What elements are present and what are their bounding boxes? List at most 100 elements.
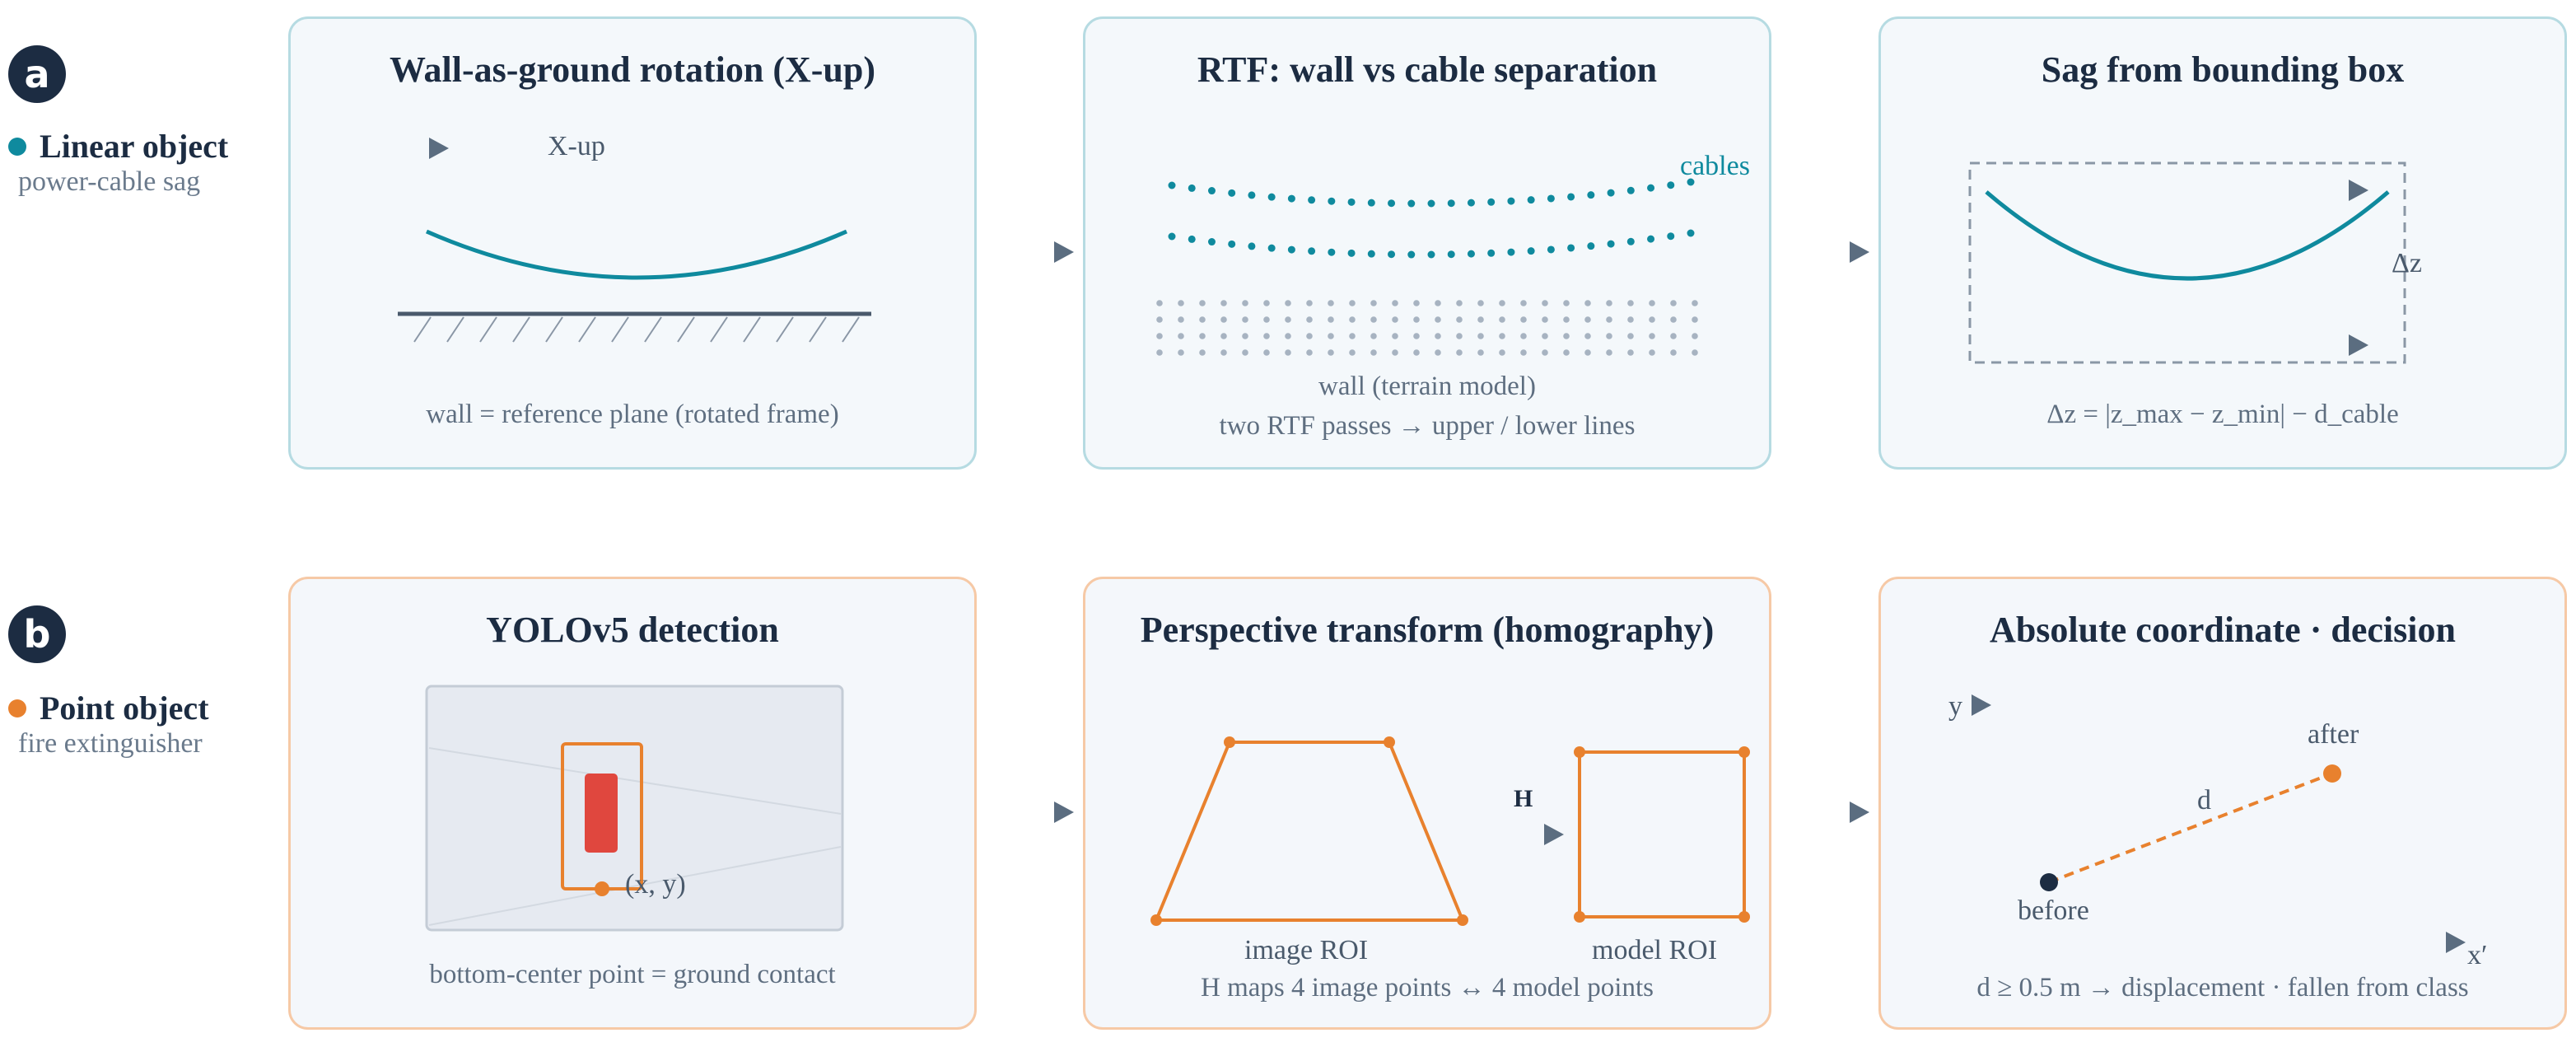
lower-cable-point [1667, 232, 1675, 241]
lower-cable-point [1407, 250, 1416, 259]
wall-point [1520, 333, 1527, 339]
wall-rotation-graphic [398, 229, 871, 343]
wall-point [1499, 316, 1505, 323]
panel-yolo-detection: YOLOv5 detection (x, y) bottom-center po… [288, 577, 977, 1030]
wall-point [1263, 333, 1270, 339]
panel-homography: Perspective transform (homography) H ima… [1083, 577, 1771, 1030]
wall-point [1328, 333, 1334, 339]
axis-arrow-icon [429, 138, 449, 159]
top-marker-icon [2349, 180, 2368, 201]
wall-point [1220, 316, 1227, 323]
wall-point [1156, 333, 1163, 339]
row-b-badge: b [8, 605, 66, 663]
model-corner [1738, 746, 1750, 758]
panel-caption: bottom-center point = ground contact [429, 960, 836, 989]
wall-point [1520, 300, 1527, 306]
upper-cable-point [1607, 189, 1615, 197]
sag-curve [1985, 190, 2390, 281]
lower-cable-point [1427, 250, 1435, 259]
model-corner [1738, 911, 1750, 923]
perspective-line [428, 846, 842, 926]
distance-label: d [2197, 785, 2211, 816]
wall-point [1584, 300, 1591, 306]
wall-point [1584, 333, 1591, 339]
wall-point [1328, 316, 1334, 323]
cable-curve [425, 229, 848, 280]
row-a-badge: a [8, 45, 66, 103]
upper-cable-point [1527, 196, 1535, 204]
upper-cable-point [1347, 198, 1356, 206]
lower-cable-point [1687, 229, 1695, 237]
point-label: (x, y) [625, 869, 686, 900]
panel-title: Wall-as-ground rotation (X-up) [389, 49, 875, 90]
flow-arrow-icon [1054, 241, 1074, 263]
panel-title: Absolute coordinate · decision [1990, 610, 2456, 650]
wall-point [1456, 316, 1463, 323]
upper-cable-point [1567, 193, 1575, 201]
wall-point [1435, 300, 1441, 306]
y-axis-arrow-icon [1972, 694, 1991, 716]
lower-cable-point [1267, 244, 1276, 252]
upper-cable-point [1367, 199, 1375, 207]
panel-title: YOLOv5 detection [486, 610, 779, 650]
wall-point [1156, 349, 1163, 356]
lower-cable-point [1347, 249, 1356, 257]
upper-cable-point [1248, 191, 1256, 199]
image-roi-label: image ROI [1244, 935, 1369, 965]
wall-point [1349, 316, 1356, 323]
transform-arrow-icon [1544, 824, 1564, 845]
wall-point [1627, 300, 1634, 306]
upper-cable-point [1308, 196, 1316, 204]
x-axis-label: x′ [2467, 940, 2488, 970]
wall-point [1670, 333, 1677, 339]
wall-point [1178, 349, 1184, 356]
lower-cable-point [1467, 250, 1475, 258]
wall-point [1199, 316, 1206, 323]
wall-point [1370, 349, 1377, 356]
wall-point [1285, 316, 1291, 323]
upper-cable-point [1168, 181, 1176, 189]
wall-point [1520, 316, 1527, 323]
wall-point [1178, 316, 1184, 323]
wall-point [1392, 333, 1398, 339]
wall-point [1649, 333, 1655, 339]
wall-point [1220, 300, 1227, 306]
wall-point [1435, 333, 1441, 339]
wall-point [1263, 349, 1270, 356]
wall-point [1456, 349, 1463, 356]
upper-cable-point [1267, 193, 1276, 201]
cables-label: cables [1680, 151, 1750, 181]
before-label: before [2018, 895, 2089, 926]
lower-cable-point [1447, 250, 1455, 259]
wall-point [1392, 349, 1398, 356]
wall-point [1542, 300, 1548, 306]
bounding-box [1968, 161, 2406, 364]
panel-caption-line-2: two RTF passes → upper / lower lines [1219, 411, 1636, 441]
upper-cable-point [1388, 199, 1396, 208]
wall-point [1156, 300, 1163, 306]
wall-point [1306, 300, 1313, 306]
upper-cable-point [1188, 184, 1196, 192]
lower-cable-point [1507, 248, 1515, 256]
lower-cable-point [1367, 250, 1375, 258]
panel-absolute-coordinate: Absolute coordinate · decision y x′ afte… [1878, 577, 2567, 1030]
row-a-dot [8, 137, 26, 156]
row-b-title: Point object [8, 689, 209, 727]
wall-point [1263, 300, 1270, 306]
panel-caption: d ≥ 0.5 m → displacement · fallen from c… [1976, 973, 2469, 1003]
row-b-title-text: Point object [40, 689, 209, 727]
delta-z-label: Δz [2392, 248, 2422, 278]
wall-point [1242, 333, 1248, 339]
perspective-line [428, 747, 842, 815]
sag-formula: Δz = |z_max − z_min| − d_cable [2046, 400, 2399, 429]
wall-point [1370, 333, 1377, 339]
wall-point [1242, 349, 1248, 356]
wall-point [1670, 349, 1677, 356]
wall-point [1435, 349, 1441, 356]
flow-arrow-icon [1850, 802, 1869, 823]
wall-point [1692, 300, 1698, 306]
wall-point [1563, 333, 1570, 339]
wall-point [1606, 316, 1612, 323]
wall-point [1370, 316, 1377, 323]
wall-point [1692, 349, 1698, 356]
